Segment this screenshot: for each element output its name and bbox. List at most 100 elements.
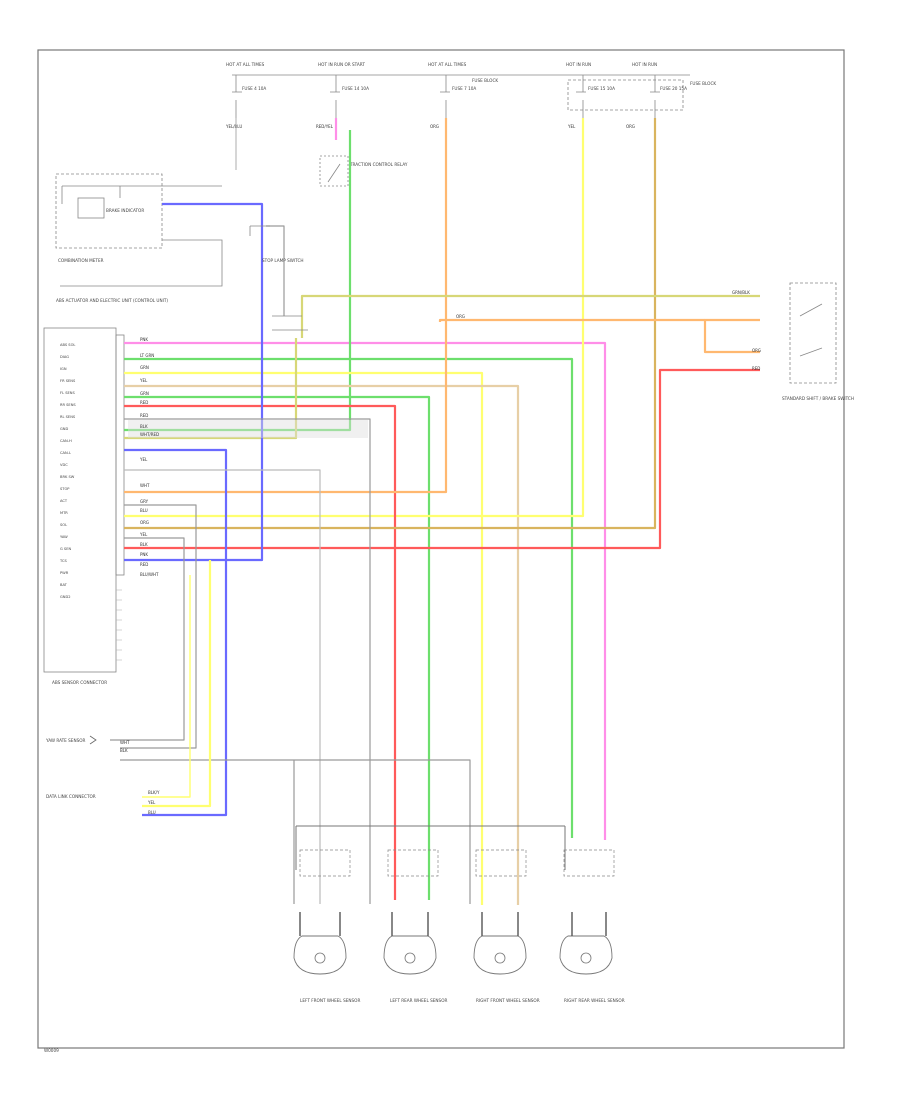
wire-label: YEL xyxy=(567,124,576,129)
wire-yellow xyxy=(124,371,484,905)
wheel-sensor-label: RIGHT REAR WHEEL SENSOR xyxy=(564,998,625,1003)
module-pin-labels: ABS SOL DIAG IGN FR SENS FL SENS RR SENS… xyxy=(59,343,76,599)
wire-label: YEL xyxy=(139,457,148,462)
wire-label: BLK xyxy=(120,748,128,753)
wire-gray xyxy=(266,225,285,316)
wire-label: RED xyxy=(140,400,148,405)
fuse-label: FUSE 4 10A xyxy=(242,86,266,91)
right-switch xyxy=(789,282,837,384)
pin-label: SOL xyxy=(60,523,67,527)
pin-label: BAT xyxy=(60,583,68,587)
diagram-stroke xyxy=(404,952,416,964)
wire-green xyxy=(124,357,574,838)
bottom-wire-labels: BLK/Y YEL BLU WHT BLK xyxy=(120,740,160,815)
wheel-sensor-label: LEFT FRONT WHEEL SENSOR xyxy=(300,998,360,1003)
diagram-stroke xyxy=(77,197,105,219)
fuse-header-label: HOT AT ALL TIMES xyxy=(428,62,467,67)
diagram-stroke xyxy=(299,849,351,877)
fuse-header-label: HOT AT ALL TIMES xyxy=(226,62,265,67)
diagram-stroke xyxy=(559,935,613,975)
wire-gray xyxy=(120,759,471,904)
wire-label: WHT xyxy=(120,740,130,745)
wire-olive xyxy=(124,338,298,440)
wire-label: YEL xyxy=(147,800,156,805)
diagram-stroke xyxy=(299,912,607,936)
pin-label: BRK SW xyxy=(60,475,75,479)
wheel-sensor-left-front xyxy=(293,935,347,975)
diagram-stroke xyxy=(249,225,270,236)
relay-symbol xyxy=(319,155,349,187)
wire-green xyxy=(124,130,352,432)
diagram-stroke xyxy=(115,334,125,576)
pin-label: GND xyxy=(60,427,68,431)
brake-indicator-label: BRAKE INDICATOR xyxy=(106,208,144,213)
fuse-label: FUSE 15 10A xyxy=(588,86,615,91)
wire-label: PNK xyxy=(140,337,148,342)
pin-label: VDC xyxy=(60,463,68,467)
wire-label: BLK xyxy=(140,542,148,547)
fuse-header-label: HOT IN RUN OR START xyxy=(318,62,365,67)
wire-pink xyxy=(124,341,607,840)
pin-stubs xyxy=(116,589,122,661)
diagram-stroke xyxy=(473,935,527,975)
yaw-sensor-symbol xyxy=(89,735,97,745)
wheel-sensor-labels: LEFT FRONT WHEEL SENSOR LEFT REAR WHEEL … xyxy=(300,998,625,1003)
wire-gray xyxy=(110,537,185,741)
diagram-stroke xyxy=(563,849,615,877)
wheel-sensor-connectors xyxy=(299,849,615,877)
wire-red xyxy=(124,404,397,900)
wheel-sensor-right-rear xyxy=(559,935,613,975)
wire-label: LT GRN xyxy=(140,353,154,358)
pin-label: STOP xyxy=(60,487,70,491)
diagram-stroke xyxy=(314,952,326,964)
sensor-connector-label: ABS SENSOR CONNECTOR xyxy=(52,680,107,685)
wire-label: GRN xyxy=(140,365,149,370)
wire-label: BLU xyxy=(148,810,156,815)
wire-label: WHT xyxy=(140,483,150,488)
wire-label: ORG xyxy=(626,124,635,129)
wire-green xyxy=(124,395,431,900)
wire-label: YEL xyxy=(139,378,148,383)
diagram-stroke xyxy=(799,347,823,357)
top-labels: HOT AT ALL TIMES HOT IN RUN OR START HOT… xyxy=(225,62,716,129)
pin-label: CAN-L xyxy=(60,451,71,455)
wheel-sensor-left-rear xyxy=(383,935,437,975)
pin-label: RL SENS xyxy=(60,415,76,419)
harness-shade xyxy=(128,420,368,438)
wire-harness xyxy=(110,118,760,905)
diagram-stroke xyxy=(43,327,117,673)
relay-label: TRACTION CONTROL RELAY xyxy=(349,162,408,167)
wire-orange xyxy=(124,118,657,530)
wheel-sensor-label: RIGHT FRONT WHEEL SENSOR xyxy=(476,998,540,1003)
fuse-label: FUSE 14 10A xyxy=(342,86,369,91)
pin-label: IGN xyxy=(60,367,67,371)
diagram-stroke xyxy=(789,282,837,384)
wheel-sensor-right-front xyxy=(473,935,527,975)
pin-label: FL SENS xyxy=(60,391,75,395)
wire-label: RED xyxy=(140,562,148,567)
brake-relay-contact xyxy=(249,225,308,331)
wire-label: BLU xyxy=(140,508,148,513)
wire-label: ORG xyxy=(752,348,761,353)
fuse-area xyxy=(232,74,690,118)
wire-yellow xyxy=(142,575,191,798)
diagram-stroke xyxy=(799,303,823,317)
fuse-header-label: HOT IN RUN xyxy=(566,62,591,67)
wire-label: WHT/RED xyxy=(140,432,159,437)
pin-label: YAW xyxy=(60,535,68,539)
diagram-stroke xyxy=(319,155,349,187)
pin-label: MTR xyxy=(60,511,68,515)
diagram-stroke xyxy=(327,163,341,183)
wire-label: BLK xyxy=(140,424,148,429)
fuse-label: FUSE 7 10A xyxy=(452,86,476,91)
wire-label: ORG xyxy=(140,520,149,525)
sensor-bus xyxy=(295,825,566,870)
diagram-stroke xyxy=(383,935,437,975)
wire-orange xyxy=(124,118,448,494)
abs-module-box xyxy=(43,327,125,673)
wheel-sensor-label: LEFT REAR WHEEL SENSOR xyxy=(390,998,447,1003)
wire-gray xyxy=(124,469,321,904)
wire-olive xyxy=(300,294,760,338)
wire-label: ORG xyxy=(456,314,465,319)
